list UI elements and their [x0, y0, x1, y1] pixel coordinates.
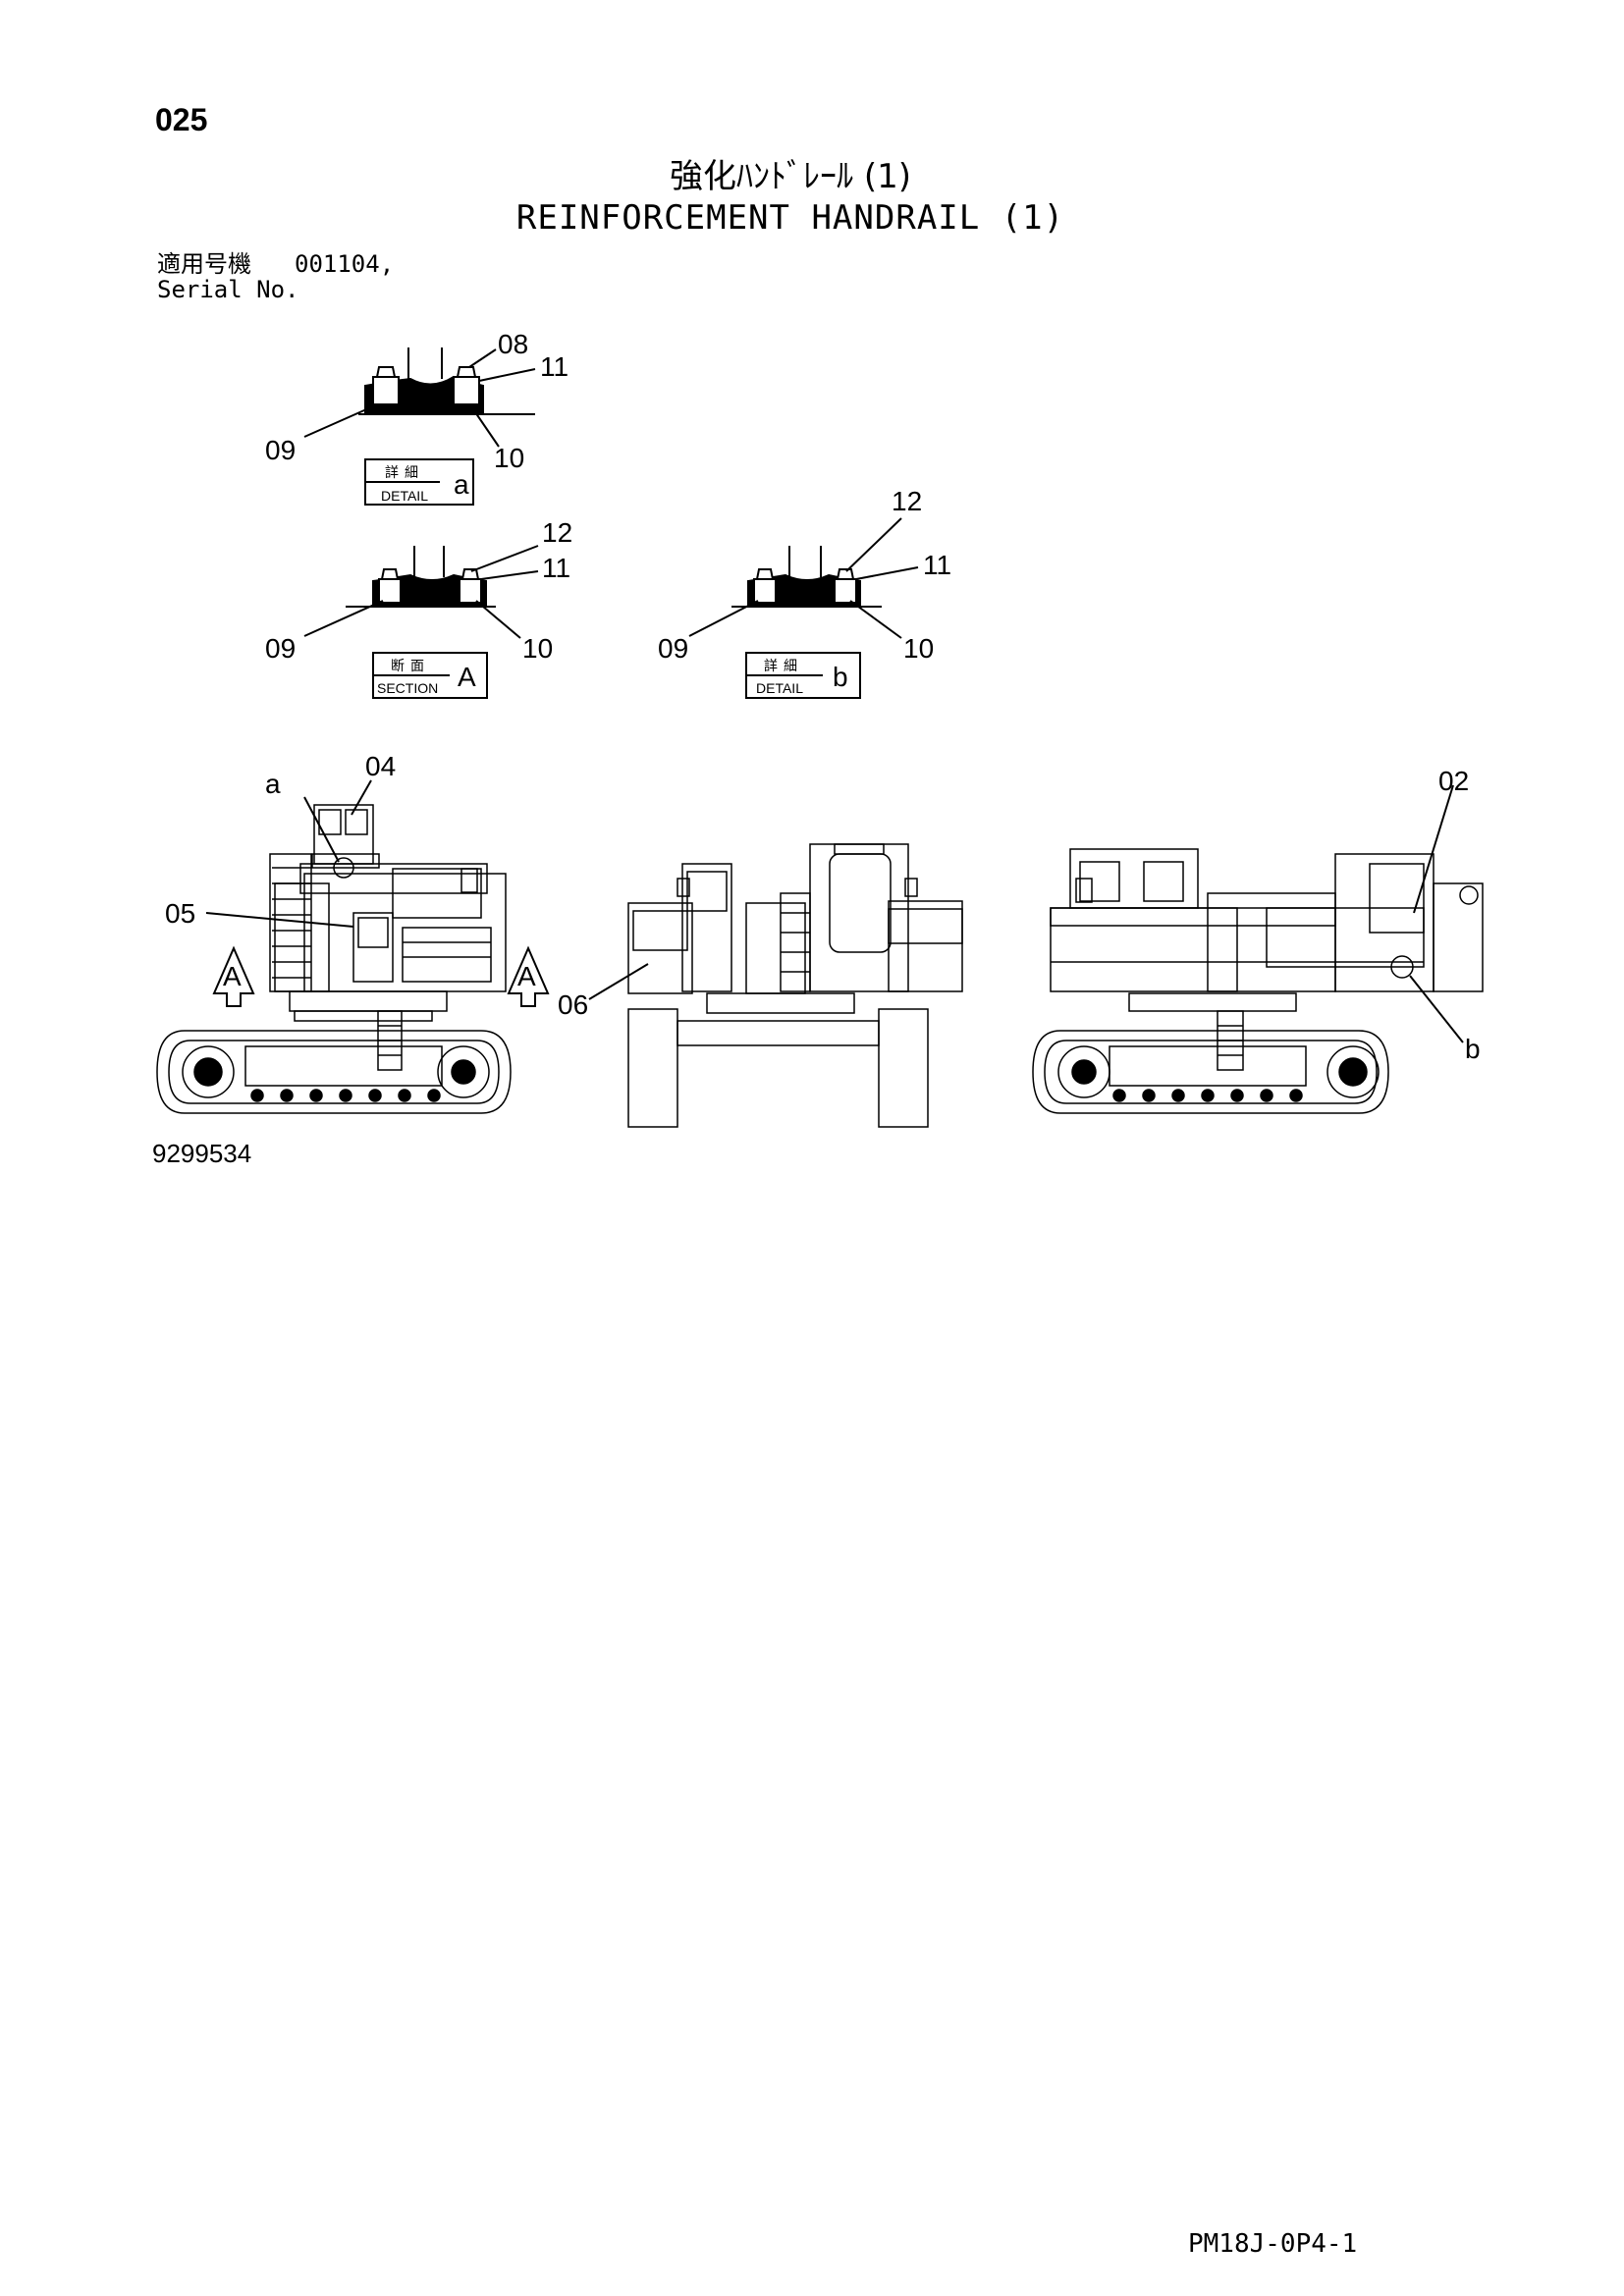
section-arrow-right [507, 945, 550, 1007]
page-code: PM18J-0P4-1 [1188, 2229, 1358, 2259]
callout-12: 12 [542, 517, 572, 548]
callout-02: 02 [1438, 766, 1469, 796]
section-a-box-letter: A [458, 662, 476, 692]
callout-04: 04 [365, 751, 396, 781]
section-a-figure [303, 545, 539, 699]
callout-06: 06 [558, 989, 588, 1020]
section-a-box-jp: 断面 [391, 658, 430, 673]
detail-a-box-jp: 詳細 [385, 464, 424, 480]
section-arrow-left-label: A [223, 961, 242, 991]
serial-label-japanese: 適用号機 [157, 250, 251, 278]
detail-a-figure [303, 347, 536, 506]
serial-value: 001104, [295, 250, 395, 278]
machine-front-view [627, 843, 963, 1128]
detail-a-box-letter: a [454, 469, 469, 500]
callout-09: 09 [265, 435, 296, 465]
callout-09: 09 [658, 633, 688, 664]
callout-a: a [265, 769, 281, 799]
section-a-box-en: SECTION [377, 680, 438, 696]
page-title-japanese: 強化ﾊﾝﾄﾞﾚｰﾙ (1) [670, 157, 911, 196]
machine-right-view [1032, 848, 1484, 1114]
callout-09: 09 [265, 633, 296, 664]
callout-10: 10 [522, 633, 553, 664]
serial-number-block: 適用号機 001104, Serial No. [157, 251, 394, 302]
callout-10: 10 [903, 633, 934, 664]
drawing-number: 9299534 [152, 1139, 252, 1168]
detail-b-box-letter: b [833, 662, 848, 692]
callout-11: 11 [540, 351, 568, 382]
section-arrow-left [212, 945, 255, 1007]
serial-label-english: Serial No. [157, 276, 299, 303]
machine-left-view [156, 804, 512, 1114]
callout-08: 08 [498, 329, 528, 359]
page-title-english: REINFORCEMENT HANDRAIL (1) [515, 198, 1065, 238]
detail-b-figure [688, 517, 919, 699]
detail-a-box-en: DETAIL [381, 488, 428, 504]
section-arrow-right-label: A [517, 961, 536, 991]
callout-11: 11 [542, 553, 570, 583]
callout-12: 12 [892, 486, 922, 516]
callout-11: 11 [923, 550, 951, 580]
callout-05: 05 [165, 898, 195, 929]
detail-b-box-jp: 詳細 [764, 658, 803, 673]
callout-10: 10 [494, 443, 524, 473]
detail-b-box-en: DETAIL [756, 680, 803, 696]
page-number: 025 [155, 102, 208, 137]
parts-drawing: 08 11 09 10 詳細 DETAIL a 12 11 09 10 断面 S… [156, 329, 1484, 1128]
callout-b: b [1465, 1034, 1481, 1064]
